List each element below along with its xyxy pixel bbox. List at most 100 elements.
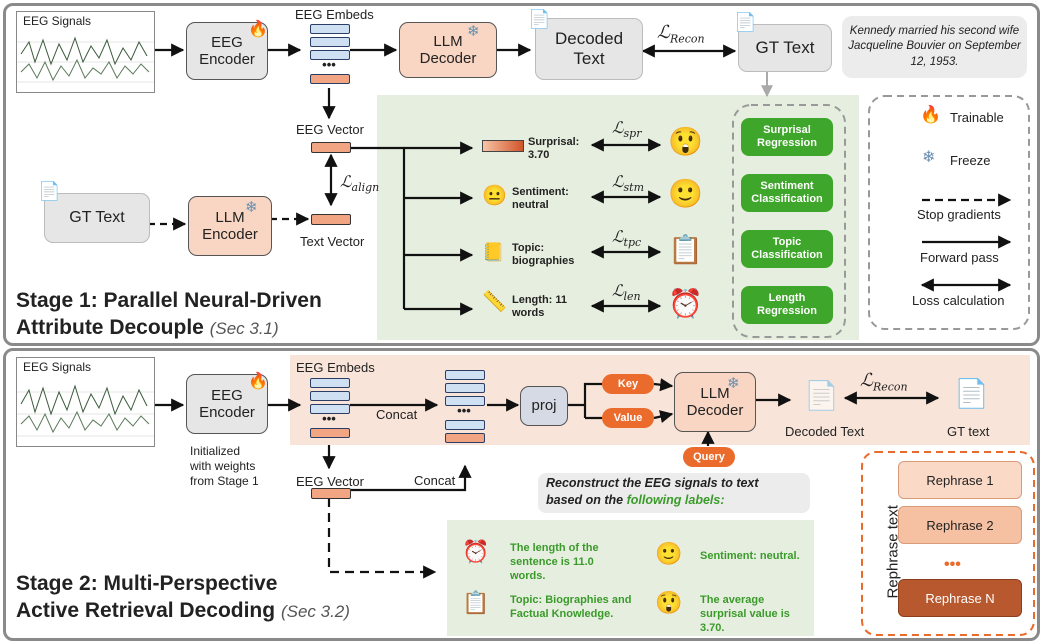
snowflake-icon: ❄ bbox=[245, 199, 258, 216]
decoded-text-1-label: Decoded Text bbox=[554, 29, 624, 68]
legend-forward-pass: Forward pass bbox=[920, 250, 999, 265]
emotions-icon: 🙂 bbox=[655, 541, 683, 566]
init-note-2: with weights bbox=[190, 459, 256, 473]
text-vector-label: Text Vector bbox=[300, 234, 365, 249]
eeg-wave-icon bbox=[17, 36, 154, 83]
stage2-title-line1: Stage 2: Multi-Perspective bbox=[16, 572, 278, 595]
value-pill: Value bbox=[602, 408, 654, 428]
rephrase-dots: ••• bbox=[944, 556, 961, 573]
eeg-vector-bar-2 bbox=[311, 488, 351, 499]
concat-label-1: Concat bbox=[376, 407, 418, 422]
key-pill: Key bbox=[602, 374, 654, 394]
attr-topic: Topic: biographies bbox=[512, 242, 575, 268]
legend-loss-calc: Loss calculation bbox=[912, 293, 1005, 308]
clock-book-icon: ⏰ bbox=[462, 539, 490, 564]
stage1-title-line2: Attribute Decouple bbox=[16, 316, 204, 340]
init-note-3: from Stage 1 bbox=[190, 474, 259, 488]
rephrase-2: Rephrase 2 bbox=[898, 506, 1022, 544]
rephrase-1: Rephrase 1 bbox=[898, 461, 1022, 499]
llm-decoder-2-label: LLM Decoder bbox=[686, 384, 744, 419]
prompt-bubble: Reconstruct the EEG signals to text base… bbox=[538, 473, 810, 513]
eeg-signals-label: EEG Signals bbox=[23, 14, 92, 28]
decoded-text-box-1: Decoded Text bbox=[535, 18, 643, 80]
topics-icon: 📋 bbox=[462, 590, 490, 615]
loss-tpc: ℒtpc bbox=[612, 227, 642, 250]
label-length: The length of the sentence is 11.0 words… bbox=[510, 542, 599, 582]
stage2-title: Stage 2: Multi-Perspective Active Retrie… bbox=[16, 570, 350, 625]
query-pill: Query bbox=[683, 447, 735, 467]
loss-recon-2-sub: Recon bbox=[872, 380, 908, 394]
loss-stm: ℒstm bbox=[612, 172, 645, 195]
ruler-icon: 📏 bbox=[482, 291, 507, 313]
fire-icon: 🔥 bbox=[920, 105, 942, 124]
eeg-encoder-1-label: EEG Encoder bbox=[199, 33, 255, 68]
label-topic: Topic: Biographies and Factual Knowledge… bbox=[510, 594, 632, 620]
eeg-signals-label-2: EEG Signals bbox=[23, 360, 92, 374]
snowflake-icon: ❄ bbox=[727, 375, 740, 392]
label-sentiment: Sentiment: neutral. bbox=[700, 550, 800, 562]
llm-encoder-label: LLM Encoder bbox=[202, 208, 258, 243]
quote-bubble: Kennedy married his second wife Jacqueli… bbox=[842, 16, 1027, 78]
surprisal-regression: Surprisal Regression bbox=[741, 118, 833, 156]
neutral-face-icon: 😐 bbox=[482, 185, 507, 207]
loss-spr-sub: spr bbox=[623, 127, 642, 141]
legend-stop-gradients: Stop gradients bbox=[917, 207, 1001, 222]
loss-stm-sub: stm bbox=[623, 181, 645, 195]
prompt-line2b: following labels: bbox=[626, 492, 725, 507]
loss-tpc-sub: tpc bbox=[623, 236, 642, 250]
loss-len-sub: len bbox=[623, 290, 641, 304]
proj-label: proj bbox=[531, 397, 557, 415]
surprisal-bar bbox=[482, 140, 524, 152]
stage1-sec: (Sec 3.1) bbox=[209, 319, 279, 339]
eeg-embeds-stack-1: ••• bbox=[310, 24, 350, 87]
loss-align-sub: align bbox=[351, 181, 380, 195]
gt-text-box-1: GT Text bbox=[738, 24, 832, 72]
stage2-sec: (Sec 3.2) bbox=[280, 602, 350, 622]
sentiment-classification: Sentiment Classification bbox=[741, 174, 833, 212]
text-vector-bar bbox=[311, 214, 351, 225]
document-icon: 📄 bbox=[804, 380, 839, 411]
loss-recon-2: ℒRecon bbox=[860, 370, 908, 394]
eeg-vector-label-1: EEG Vector bbox=[296, 122, 364, 137]
llm-decoder-1: LLM Decoder bbox=[399, 22, 497, 78]
prompt-line2a: based on the bbox=[546, 492, 627, 507]
quote-text: Kennedy married his second wife Jacqueli… bbox=[848, 24, 1021, 68]
surprised-person-icon: 😲 bbox=[668, 126, 703, 157]
rephrase-n: Rephrase N bbox=[898, 579, 1022, 617]
llm-decoder-1-label: LLM Decoder bbox=[419, 32, 477, 67]
topic-classification: Topic Classification bbox=[741, 230, 833, 268]
eeg-signals-chart-2: EEG Signals bbox=[16, 357, 155, 447]
snowflake-icon: ❄ bbox=[467, 23, 480, 40]
gt-text-box-2: GT Text bbox=[44, 193, 150, 243]
snowflake-icon: ❄ bbox=[922, 149, 936, 166]
stage1-title-line1: Stage 1: Parallel Neural-Driven bbox=[16, 289, 322, 312]
eeg-encoder-1: EEG Encoder bbox=[186, 22, 268, 80]
topics-icon: 📋 bbox=[668, 234, 703, 265]
attr-surprisal: Surprisal: 3.70 bbox=[528, 136, 580, 162]
document-icon: 📄 bbox=[38, 181, 61, 201]
init-note-1: Initialized bbox=[190, 444, 241, 458]
gt-text-1-label: GT Text bbox=[755, 38, 815, 58]
loss-len: ℒlen bbox=[612, 281, 641, 304]
loss-recon-1: ℒRecon bbox=[657, 22, 705, 46]
book-icon: 📒 bbox=[482, 242, 505, 262]
eeg-vector-bar-1 bbox=[311, 142, 351, 153]
surprised-person-icon: 😲 bbox=[655, 590, 683, 615]
eeg-embeds-label-1: EEG Embeds bbox=[295, 7, 374, 22]
stage2-title-line2: Active Retrieval Decoding bbox=[16, 599, 276, 623]
eeg-vector-label-2: EEG Vector bbox=[296, 474, 364, 489]
legend-trainable: Trainable bbox=[950, 110, 1004, 125]
gt-text-label-2: GT text bbox=[947, 424, 990, 439]
length-regression: Length Regression bbox=[741, 286, 833, 324]
eeg-encoder-2: EEG Encoder bbox=[186, 374, 268, 434]
attr-length: Length: 11 words bbox=[512, 294, 568, 320]
clock-book-icon: ⏰ bbox=[668, 288, 703, 319]
loss-recon-1-sub: Recon bbox=[669, 32, 705, 46]
eeg-signals-chart: EEG Signals bbox=[16, 11, 155, 93]
label-surprisal: The average surprisal value is 3.70. bbox=[700, 594, 790, 634]
attr-sentiment: Sentiment: neutral bbox=[512, 186, 569, 212]
labels-area bbox=[447, 520, 814, 636]
llm-decoder-2: LLM Decoder bbox=[674, 372, 756, 432]
gt-text-2-label: GT Text bbox=[69, 208, 125, 226]
prompt-line1: Reconstruct the EEG signals to text bbox=[546, 476, 759, 490]
